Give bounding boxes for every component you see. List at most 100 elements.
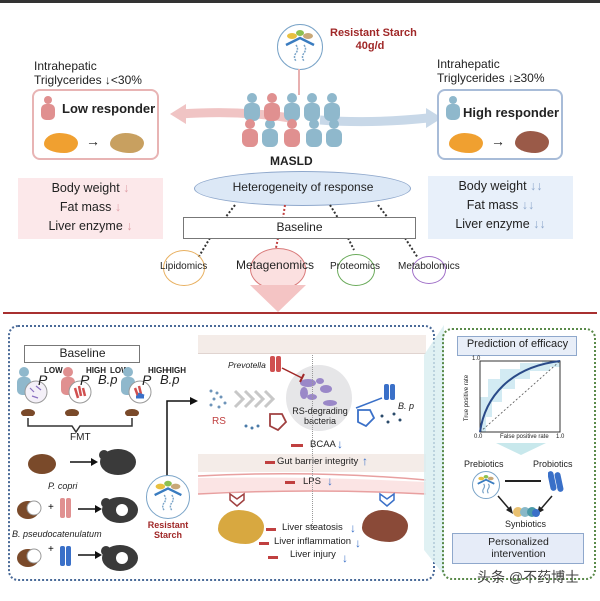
rs-label: RS xyxy=(212,416,226,427)
low-effects-panel: Body weight ↓ Fat mass ↓ Liver enzyme ↓ xyxy=(18,178,163,239)
up-arrow-icon: ↑ xyxy=(362,454,368,468)
person-gut-phigh-icon xyxy=(61,367,92,416)
prediction-title: Prediction of efficacy xyxy=(466,338,569,350)
roc-axes xyxy=(479,360,561,433)
group1-genus: P xyxy=(38,372,48,388)
person-icon xyxy=(41,96,55,120)
down-arrow-icon: ↓ xyxy=(355,536,361,550)
intervention-dose: 40g/d xyxy=(355,40,385,52)
blue-chevron-down-icon xyxy=(379,492,395,507)
healthy-liver-icon xyxy=(515,131,549,153)
synbiotics-label: Synbiotics xyxy=(505,519,547,529)
fmt-label: FMT xyxy=(70,432,91,443)
heterogeneity-label: Heterogeneity of response xyxy=(232,180,374,194)
person-gut-low-icon xyxy=(17,367,48,416)
p-copri-row: + xyxy=(17,497,138,523)
metabolomics-circle xyxy=(412,256,446,284)
prediction-panel xyxy=(442,328,596,580)
p-copri-label: P. copri xyxy=(48,481,78,491)
down-arrow-icon: ↓ xyxy=(342,551,348,565)
population-label: MASLD xyxy=(270,154,313,168)
resistant-starch-icon xyxy=(277,24,323,70)
down-arrow-icon: ↓ xyxy=(126,219,133,233)
connector-line xyxy=(505,480,541,482)
personalized-box xyxy=(452,533,584,564)
minus-icon xyxy=(285,481,295,484)
improved-liver-icon xyxy=(110,133,144,153)
roc-curve-chart xyxy=(479,360,561,433)
group1-level: LOW xyxy=(44,366,63,375)
svg-text:+: + xyxy=(48,544,54,555)
low-effect-item: Fat mass ↓ xyxy=(59,200,122,214)
roc-confidence-band xyxy=(480,361,560,432)
left-baseline-box xyxy=(24,345,140,363)
double-down-arrow-icon: ↓↓ xyxy=(533,217,546,231)
low-effect-item: Body weight ↓ xyxy=(51,181,130,195)
roc-ylabel: True positive rate xyxy=(464,374,471,422)
prebiotics-label: Prebiotics xyxy=(464,459,504,469)
down-arrow-icon: ↓ xyxy=(337,437,343,451)
rs-to-bacteria-chevrons xyxy=(209,389,276,409)
arrow-right-icon: → xyxy=(491,133,505,149)
liver-inflammation-label: Liver inflammation xyxy=(274,536,352,547)
metabolomics-label: Metabolomics xyxy=(398,261,460,272)
bacteria-label-line2: bacteria xyxy=(303,416,337,426)
resistant-starch-icon-small xyxy=(146,475,190,519)
down-arrow-icon: ↓ xyxy=(327,474,333,488)
arrow-right-icon: → xyxy=(86,133,100,149)
high-effect-item: Body weight ↓↓ xyxy=(458,179,543,193)
bp-label: B. p xyxy=(398,401,415,411)
fatty-liver-icon xyxy=(449,133,483,153)
group2-genus: P xyxy=(80,372,90,388)
double-down-arrow-icon: ↓↓ xyxy=(521,198,535,212)
fatty-liver-icon xyxy=(218,510,264,544)
lipidomics-label: Lipidomics xyxy=(160,261,208,272)
baseline-box xyxy=(183,217,416,239)
probiotics-label: Probiotics xyxy=(533,459,573,469)
metagenomics-circle xyxy=(250,248,306,290)
group3-genus2: B.p xyxy=(160,372,180,387)
high-responder-title: High responder xyxy=(463,105,560,120)
down-funnel-arrow xyxy=(250,285,306,312)
transition-wedge xyxy=(424,325,444,575)
group3-level: HIGH xyxy=(148,366,168,375)
down-funnel-arrow-small xyxy=(496,443,546,455)
down-arrow-icon: ↓ xyxy=(114,200,122,214)
person-icon xyxy=(446,96,460,120)
high-effect-item: Fat mass ↓↓ xyxy=(466,198,535,212)
rs-flow-arrow xyxy=(166,397,198,480)
prebiotics-icon xyxy=(472,471,500,499)
probiotics-icon xyxy=(548,471,564,492)
rs-label-line2: Starch xyxy=(153,530,182,540)
low-criterion-line1: Intrahepatic xyxy=(34,59,97,73)
high-responder-box: High responder → xyxy=(437,89,563,160)
minus-icon xyxy=(291,444,303,447)
prevotella-label: Prevotella xyxy=(228,360,266,370)
dotted-connectors xyxy=(197,204,419,259)
fmt-bracket xyxy=(27,418,133,434)
high-effects-panel: Body weight ↓↓ Fat mass ↓↓ Liver enzyme … xyxy=(428,176,573,239)
group2-level2: LOW xyxy=(110,366,129,375)
svg-text:+: + xyxy=(48,502,54,513)
liver-steatosis-label: Liver steatosis xyxy=(282,522,343,533)
double-down-arrow-icon: ↓↓ xyxy=(530,179,543,193)
minus-icon xyxy=(259,542,269,545)
group3-level2: HIGH xyxy=(166,366,186,375)
red-chevron-down-icon xyxy=(229,492,245,507)
metagenomics-label: Metagenomics xyxy=(236,258,315,272)
center-divider xyxy=(312,355,313,530)
fatty-liver-icon xyxy=(44,133,78,153)
down-arrow-icon: ↓ xyxy=(123,181,130,195)
connector-line xyxy=(298,69,300,95)
group3-genus: P xyxy=(142,372,152,388)
high-criterion-line2: Triglycerides ↓≥30% xyxy=(437,71,545,85)
person-gut-phigh-bphigh-icon xyxy=(121,367,152,416)
minus-icon xyxy=(268,556,278,559)
group2-genus2: B.p xyxy=(98,372,118,387)
down-arrow-icon: ↓ xyxy=(350,521,356,535)
section-divider xyxy=(3,312,597,314)
low-responder-title: Low responder xyxy=(62,101,156,116)
intervention-name: Resistant Starch xyxy=(330,27,417,39)
proteomics-circle xyxy=(337,254,375,286)
prediction-title-box xyxy=(457,336,577,356)
